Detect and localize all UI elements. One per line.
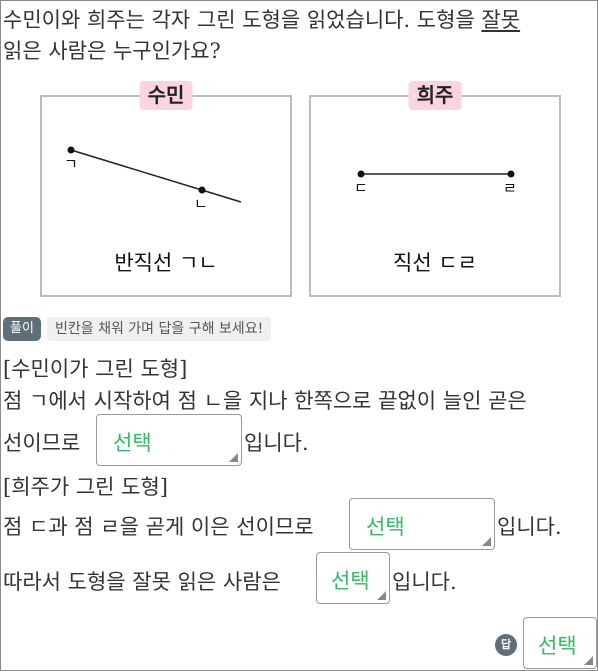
- solution-line3-post: 입니다.: [497, 515, 562, 539]
- dropdown-corner-icon: [584, 656, 593, 665]
- solution-line4-post: 입니다.: [392, 570, 457, 594]
- heading-sumin: [수민이가 그린 도형]: [3, 357, 188, 381]
- solution-line2-post: 입니다.: [244, 431, 309, 455]
- hint-text: 빈칸을 채워 가며 답을 구해 보세요!: [47, 317, 272, 341]
- solution-line1: 점 ㄱ에서 시작하여 점 ㄴ을 지나 한쪽으로 끝없이 늘인 곧은: [3, 389, 527, 413]
- question-part2: 읽은 사람은 누구인가요?: [3, 39, 221, 63]
- point-giyeok: [67, 146, 75, 154]
- solution-badge: 풀이: [3, 317, 41, 341]
- ray-diagram: ㄱ ㄴ: [64, 146, 242, 213]
- question-underlined: 잘못: [481, 8, 521, 32]
- select-blank-2-label: 선택: [366, 515, 405, 539]
- figure-sumin: 수민 ㄱ ㄴ 반직선 ㄱㄴ: [40, 81, 292, 297]
- point-rieul: [507, 170, 515, 178]
- figure-heeju: 희주 ㄷ ㄹ 직선 ㄷㄹ: [309, 81, 561, 297]
- select-blank-2[interactable]: 선택: [349, 498, 495, 550]
- solution-line4-pre: 따라서 도형을 잘못 읽은 사람은: [3, 570, 281, 594]
- caption-heeju: 직선 ㄷㄹ: [393, 251, 477, 275]
- name-tag-heeju: 희주: [408, 81, 462, 110]
- dropdown-corner-icon: [229, 453, 238, 462]
- select-blank-3-label: 선택: [331, 569, 370, 593]
- caption-sumin: 반직선 ㄱㄴ: [114, 251, 218, 275]
- dropdown-corner-icon: [377, 591, 386, 600]
- question-text: 수민이와 희주는 각자 그린 도형을 읽었습니다. 도형을 잘못 읽은 사람은 …: [3, 5, 593, 67]
- solution-line3-pre: 점 ㄷ과 점 ㄹ을 곧게 이은 선이므로: [3, 515, 314, 539]
- point-nieun: [198, 186, 206, 194]
- name-tag-sumin: 수민: [139, 81, 193, 110]
- ray-line: [70, 149, 242, 203]
- select-blank-3[interactable]: 선택: [316, 552, 390, 604]
- select-blank-1[interactable]: 선택: [96, 414, 242, 466]
- question-part1: 수민이와 희주는 각자 그린 도형을 읽었습니다. 도형을: [3, 8, 482, 32]
- answer-select[interactable]: 선택: [523, 617, 597, 669]
- label-giyeok: ㄱ: [64, 155, 78, 173]
- dropdown-corner-icon: [482, 537, 491, 546]
- select-blank-1-label: 선택: [113, 431, 152, 455]
- heading-heeju: [희주가 그린 도형]: [3, 475, 168, 499]
- answer-badge: 답: [495, 634, 517, 656]
- solution-line2-pre: 선이므로: [3, 431, 81, 455]
- label-rieul: ㄹ: [503, 179, 517, 197]
- answer-select-label: 선택: [538, 634, 577, 658]
- label-nieun: ㄴ: [194, 195, 208, 213]
- point-digeut: [357, 170, 365, 178]
- label-digeut: ㄷ: [354, 179, 368, 197]
- line-diagram: ㄷ ㄹ: [354, 170, 517, 197]
